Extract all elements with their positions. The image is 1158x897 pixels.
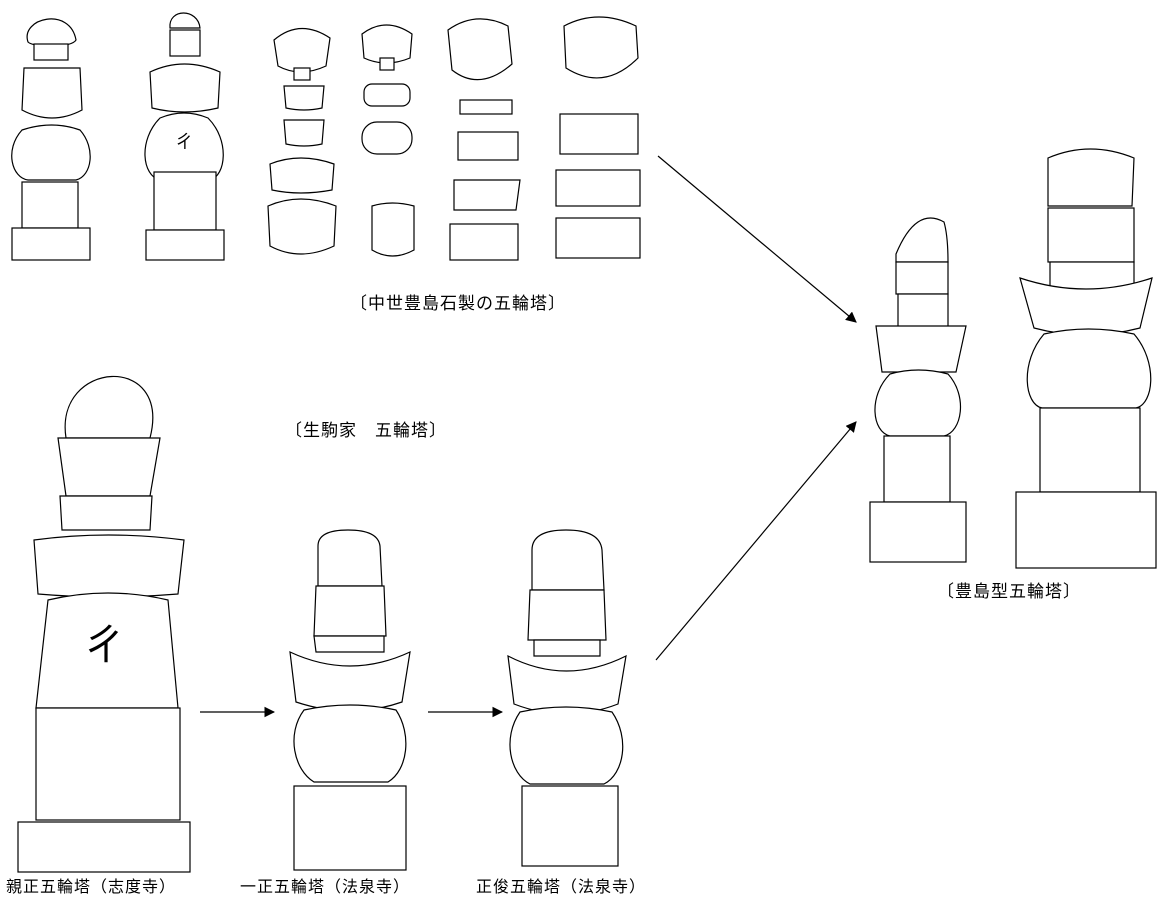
svg-text:ㄔ: ㄔ <box>175 132 193 153</box>
teshima-type-pagoda-2 <box>1015 148 1157 569</box>
medieval-group-caption: 〔中世豊島石製の五輪塔〕 <box>350 294 566 314</box>
chikamasa-pagoda: ㄔ <box>17 375 191 873</box>
medieval-pagoda-1 <box>11 18 91 261</box>
kazumasa-caption: 一正五輪塔（法泉寺） <box>240 877 411 896</box>
lineage-arrows <box>200 155 857 718</box>
medieval-pagoda-2: ㄔ <box>144 12 225 261</box>
kazumasa-pagoda <box>289 529 411 871</box>
ikoma-group-caption: 〔生駒家 五輪塔〕 <box>285 421 447 441</box>
svg-text:ㄔ: ㄔ <box>83 621 125 670</box>
chikamasa-caption: 親正五輪塔（志度寺） <box>6 877 177 896</box>
masatoshi-caption: 正俊五輪塔（法泉寺） <box>476 877 647 896</box>
teshima-type-pagoda-1 <box>869 217 967 563</box>
teshima-type-caption: 〔豊島型五輪塔〕 <box>937 582 1081 602</box>
medieval-components-group <box>267 16 641 261</box>
masatoshi-pagoda <box>507 529 627 867</box>
